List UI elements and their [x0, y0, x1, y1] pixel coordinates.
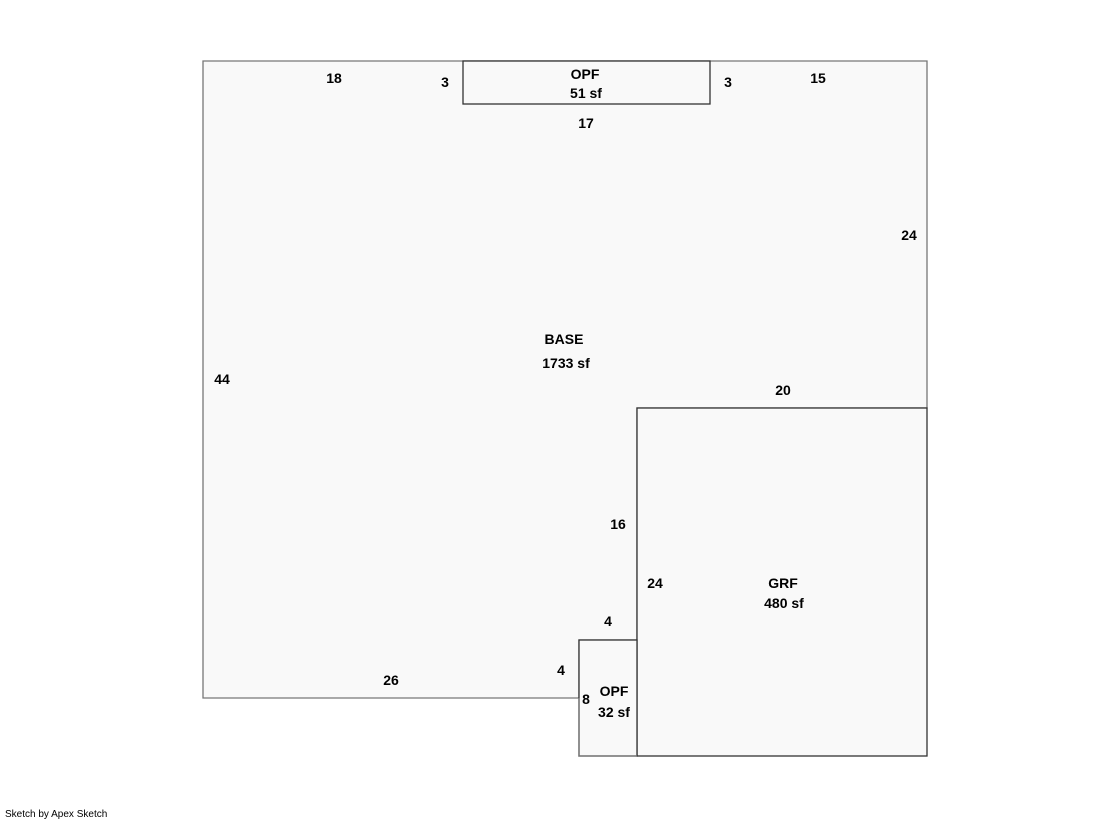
opf-bottom-name: OPF [600, 683, 629, 699]
dim-grf-left: 24 [647, 575, 663, 591]
dim-opf-bottom-left-upper: 4 [557, 662, 565, 678]
base-name: BASE [545, 331, 584, 347]
dim-left: 44 [214, 371, 230, 387]
dim-top-right: 15 [810, 70, 826, 86]
opf-top-size: 51 sf [570, 85, 602, 101]
opf-bottom-size: 32 sf [598, 704, 630, 720]
dim-opf-top-right: 3 [724, 74, 732, 90]
dim-opf-top-bottom: 17 [578, 115, 594, 131]
grf-name: GRF [768, 575, 798, 591]
dim-bottom: 26 [383, 672, 399, 688]
dim-right-upper: 24 [901, 227, 917, 243]
dim-opf-bottom-top: 4 [604, 613, 612, 629]
base-size: 1733 sf [542, 355, 590, 371]
opf-top-name: OPF [571, 66, 600, 82]
grf-area [636, 407, 928, 757]
opf-top-area [462, 60, 711, 105]
dim-grf-top: 20 [775, 382, 791, 398]
opf-bottom-area [578, 639, 638, 757]
dim-base-step: 16 [610, 516, 626, 532]
dim-top-left: 18 [326, 70, 342, 86]
sketch-credit: Sketch by Apex Sketch [5, 809, 108, 820]
dim-opf-top-left: 3 [441, 74, 449, 90]
dim-opf-bottom-left: 8 [582, 691, 590, 707]
grf-size: 480 sf [764, 595, 804, 611]
